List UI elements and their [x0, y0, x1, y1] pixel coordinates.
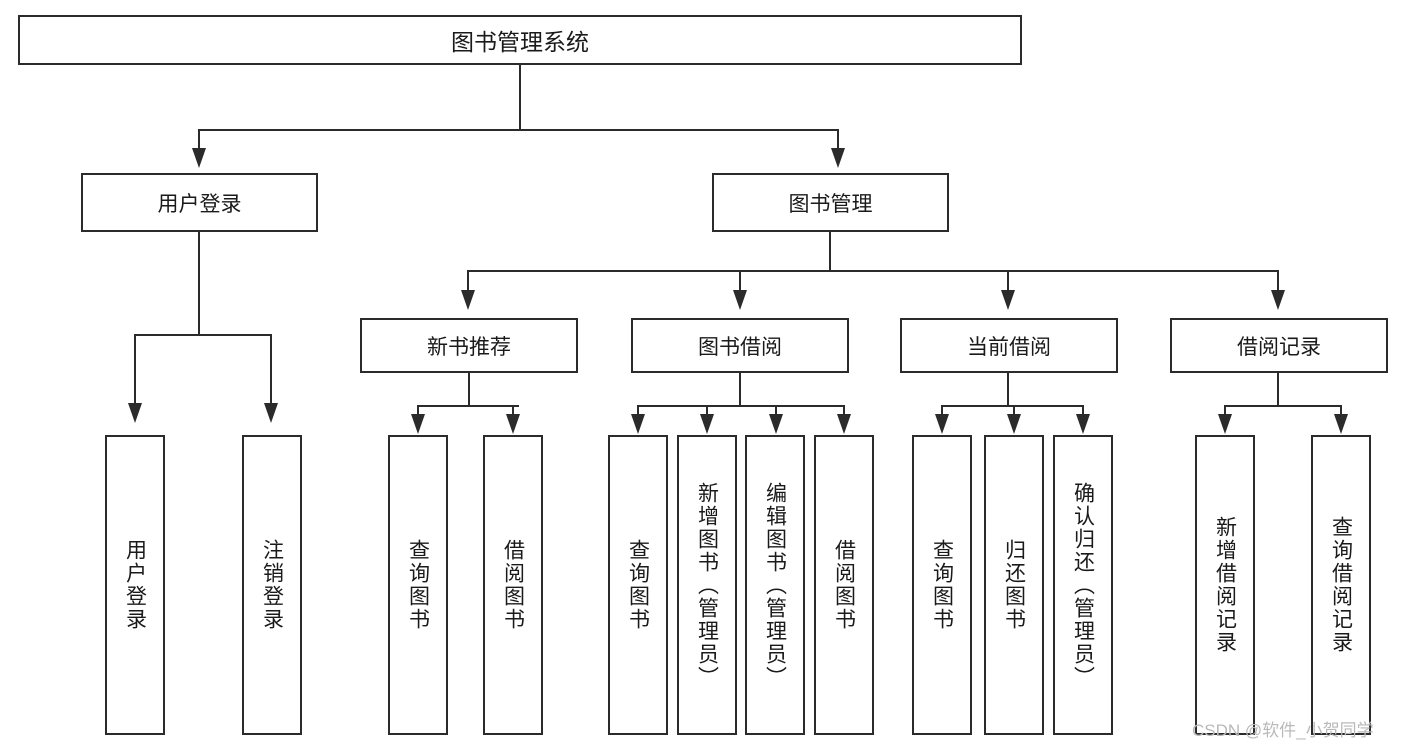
- leaf-user-login[interactable]: 用户登录: [105, 435, 165, 735]
- node-label: 编辑图书（管理员）: [763, 481, 787, 689]
- connector-borrow-record-stem: [1277, 373, 1279, 407]
- connector-current-borrow-bus: [941, 405, 1084, 407]
- node-label: 查询图书: [626, 539, 650, 631]
- leaf-cb-confirm-return[interactable]: 确认归还（管理员）: [1053, 435, 1113, 735]
- connector-user-login-stem: [198, 232, 200, 336]
- node-label: 借阅图书: [501, 539, 525, 631]
- node-book-borrow[interactable]: 图书借阅: [631, 318, 849, 373]
- leaf-bb-edit-book[interactable]: 编辑图书（管理员）: [745, 435, 805, 735]
- connector-drop-cb-query: [941, 405, 943, 417]
- node-label: 归还图书: [1002, 539, 1026, 631]
- node-label: 当前借阅: [967, 335, 1051, 359]
- arrowhead-bb-add: [700, 414, 714, 434]
- node-user-login[interactable]: 用户登录: [81, 173, 318, 232]
- connector-drop-user-login: [198, 129, 200, 151]
- connector-book-manage-bus: [467, 270, 1279, 272]
- connector-book-borrow-stem: [739, 373, 741, 407]
- node-label: 借阅图书: [832, 539, 856, 631]
- leaf-cb-return-book[interactable]: 归还图书: [984, 435, 1044, 735]
- connector-drop-bb-edit: [775, 405, 777, 417]
- connector-drop-nb-query: [417, 405, 419, 417]
- leaf-br-add-record[interactable]: 新增借阅记录: [1195, 435, 1255, 735]
- connector-book-manage-stem: [829, 232, 831, 272]
- connector-current-borrow-stem: [1007, 373, 1009, 407]
- arrowhead-new-book: [461, 290, 475, 310]
- arrowhead-bb-edit: [769, 414, 783, 434]
- node-new-book-recommend[interactable]: 新书推荐: [360, 318, 578, 373]
- node-book-management[interactable]: 图书管理: [712, 173, 949, 232]
- connector-drop-borrow-record: [1277, 270, 1279, 292]
- connector-new-book-bus: [417, 405, 519, 407]
- arrowhead-bb-query: [631, 414, 645, 434]
- node-label: 确认归还（管理员）: [1071, 481, 1095, 689]
- arrowhead-cb-query: [935, 414, 949, 434]
- leaf-nb-query-book[interactable]: 查询图书: [388, 435, 448, 735]
- arrowhead-br-add: [1218, 414, 1232, 434]
- node-current-borrow[interactable]: 当前借阅: [900, 318, 1118, 373]
- leaf-nb-borrow-book[interactable]: 借阅图书: [483, 435, 543, 735]
- connector-book-borrow-bus: [637, 405, 845, 407]
- arrowhead-book-borrow: [733, 290, 747, 310]
- connector-drop-bb-borrow: [843, 405, 845, 417]
- node-label: 用户登录: [123, 539, 147, 631]
- connector-new-book-stem: [468, 373, 470, 407]
- node-label: 借阅记录: [1237, 335, 1321, 359]
- arrowhead-cb-confirm: [1076, 414, 1090, 434]
- leaf-bb-borrow-book[interactable]: 借阅图书: [814, 435, 874, 735]
- arrowhead-nb-borrow: [506, 414, 520, 434]
- connector-drop-leaf-user-login: [134, 334, 136, 405]
- arrowhead-nb-query: [411, 414, 425, 434]
- arrowhead-user-login: [192, 148, 206, 168]
- connector-drop-leaf-logout: [270, 334, 272, 405]
- node-borrow-record[interactable]: 借阅记录: [1170, 318, 1388, 373]
- node-label: 查询借阅记录: [1329, 516, 1353, 654]
- leaf-bb-query-book[interactable]: 查询图书: [608, 435, 668, 735]
- connector-drop-bb-add: [706, 405, 708, 417]
- leaf-cb-query-book[interactable]: 查询图书: [912, 435, 972, 735]
- arrowhead-br-query: [1334, 414, 1348, 434]
- arrowhead-bb-borrow: [837, 414, 851, 434]
- node-label: 图书管理: [788, 192, 873, 216]
- arrowhead-leaf-user-login: [128, 403, 142, 423]
- node-label: 新增图书（管理员）: [695, 481, 719, 689]
- arrowhead-cb-return: [1007, 414, 1021, 434]
- connector-drop-new-book: [467, 270, 469, 292]
- connector-drop-current-borrow: [1007, 270, 1009, 292]
- node-root-system[interactable]: 图书管理系统: [18, 15, 1022, 65]
- connector-drop-book-borrow: [739, 270, 741, 292]
- connector-borrow-record-bus: [1224, 405, 1342, 407]
- node-label: 查询图书: [930, 539, 954, 631]
- connector-drop-book-manage: [837, 129, 839, 151]
- connector-drop-br-add: [1224, 405, 1226, 417]
- node-label: 查询图书: [406, 539, 430, 631]
- node-label: 图书借阅: [698, 335, 782, 359]
- connector-root-stem: [519, 65, 521, 130]
- node-label: 注销登录: [260, 539, 284, 631]
- arrowhead-leaf-logout: [264, 403, 278, 423]
- node-label: 新书推荐: [427, 335, 511, 359]
- node-label: 图书管理系统: [451, 29, 589, 55]
- connector-root-bus: [198, 129, 839, 131]
- connector-drop-nb-borrow: [512, 405, 514, 417]
- connector-drop-bb-query: [637, 405, 639, 417]
- connector-drop-cb-confirm: [1082, 405, 1084, 417]
- arrowhead-borrow-record: [1271, 290, 1285, 310]
- leaf-br-query-record[interactable]: 查询借阅记录: [1311, 435, 1371, 735]
- connector-user-login-bus: [134, 334, 271, 336]
- connector-drop-cb-return: [1013, 405, 1015, 417]
- arrowhead-current-borrow: [1001, 290, 1015, 310]
- leaf-logout[interactable]: 注销登录: [242, 435, 302, 735]
- watermark-text: CSDN @软件_小贺同学: [1192, 721, 1374, 740]
- arrowhead-book-manage: [831, 148, 845, 168]
- node-label: 用户登录: [157, 192, 242, 216]
- leaf-bb-add-book[interactable]: 新增图书（管理员）: [677, 435, 737, 735]
- node-label: 新增借阅记录: [1213, 516, 1237, 654]
- connector-drop-br-query: [1340, 405, 1342, 417]
